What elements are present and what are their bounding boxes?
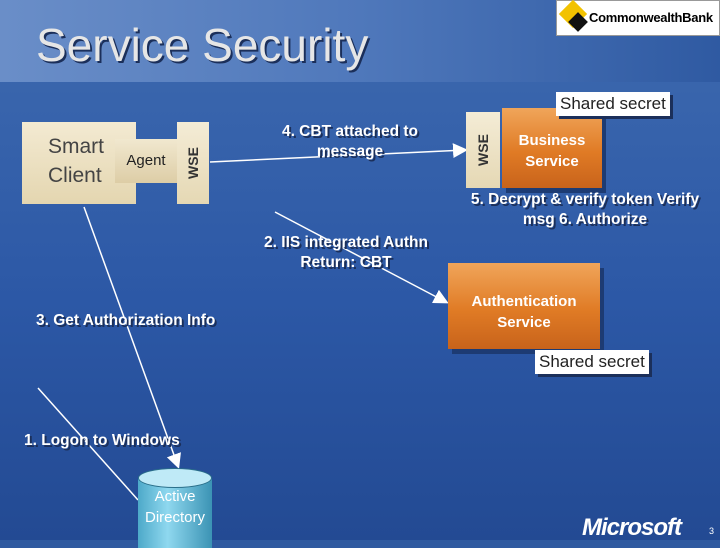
shared-secret-top: Shared secret [556, 92, 670, 116]
arrow-client-to-auth [274, 211, 449, 304]
wse-right-label: WSE [475, 134, 491, 166]
logo-text: CommonwealthBank [589, 10, 713, 25]
active-directory-label: Active Directory [144, 488, 205, 526]
arrow-logon-to-directory [37, 387, 139, 501]
step-5-6-label: 5. Decrypt & verify token Verify msg 6. … [470, 190, 700, 230]
page-number: 3 [709, 526, 715, 536]
smart-client-label: Smart Client [48, 135, 105, 187]
authentication-service-box: Authentication Service [448, 263, 600, 349]
authentication-service-label: Authentication Service [471, 293, 577, 331]
step-4-label: 4. CBT attached to message [281, 123, 419, 160]
agent-box: Agent [115, 139, 177, 183]
step-3-label: 3. Get Authorization Info [36, 312, 216, 329]
step-1-label: 1. Logon to Windows [24, 432, 180, 449]
business-service-label: Business Service [518, 132, 586, 170]
shared-secret-bottom: Shared secret [535, 350, 649, 374]
step-5-text: 5. Decrypt & verify token Verify msg 6. … [470, 191, 700, 228]
arrow-client-to-directory [83, 206, 181, 469]
slide-title: Service Security [36, 19, 369, 71]
business-service-box: Business Service [502, 108, 602, 188]
arrow-cbt-to-business [209, 143, 468, 163]
wse-right-box: WSE [466, 112, 500, 188]
active-directory-database: Active Directory [138, 468, 212, 548]
microsoft-logo: Microsoft [582, 514, 682, 541]
wse-left-label: WSE [185, 147, 201, 179]
database-top [138, 468, 212, 488]
wse-left-box: WSE [177, 122, 209, 204]
step-2-label: 2. IIS integrated Authn Return: CBT [264, 234, 428, 271]
database-body [138, 478, 212, 548]
